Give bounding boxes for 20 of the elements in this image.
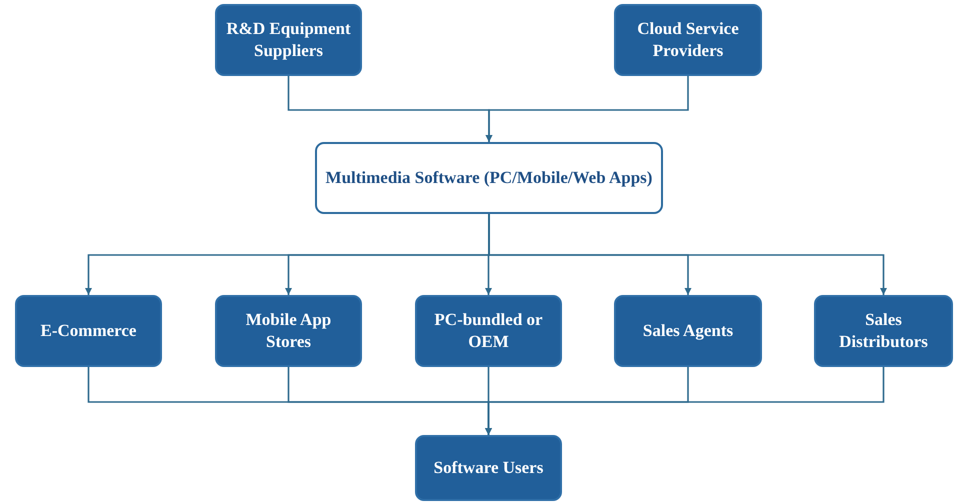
channel-box <box>15 295 162 367</box>
channel-box <box>215 295 362 367</box>
box-label: Software Users <box>434 456 544 479</box>
channel-box <box>415 295 562 367</box>
connector-arrow <box>485 367 884 435</box>
channel-box <box>614 295 762 367</box>
box-label: Sales Agents <box>642 320 734 342</box>
channel-box <box>814 295 953 367</box>
box-label: Sales Distributors <box>838 308 929 353</box>
box-label: E-Commerce <box>40 320 136 342</box>
connector-arrow <box>486 76 689 142</box>
box-label: PC-bundled or OEM <box>433 308 544 353</box>
box-label: Multimedia Software (PC/Mobile/Web Apps) <box>326 166 652 189</box>
channel-box <box>415 435 562 501</box>
channel-box <box>215 4 362 76</box>
product-box <box>315 142 663 214</box>
box-label: Mobile App Stores <box>244 308 332 353</box>
box-label: Cloud Service Providers <box>636 18 740 62</box>
channel-box <box>614 4 762 76</box>
box-label: R&D Equipment Suppliers <box>225 18 352 62</box>
